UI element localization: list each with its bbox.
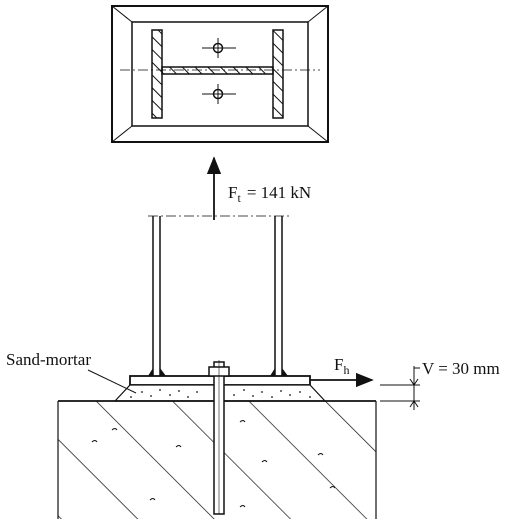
weld-right [270,368,288,376]
plan-view [111,5,329,143]
plan-anchor-bolt-top [202,38,236,58]
plan-anchor-bolt-bottom [202,84,236,104]
elevation-view: Ft= 141 kN [6,156,500,519]
sand-mortar-speckle [130,389,311,398]
gap-dimension-label: V = 30 mm [422,359,500,378]
plan-flange-left [151,29,163,119]
plan-corner-line [111,125,133,143]
plan-corner-line [111,5,133,23]
gap-dimension [380,366,420,410]
column-flange-left [152,216,161,376]
plan-outer-frame [111,5,329,143]
plan-web [161,66,274,75]
plan-flange-right [272,29,284,119]
sand-mortar-leader [87,369,137,394]
plan-base-plate [131,21,309,127]
column-flange-right [274,216,283,376]
plan-corner-line [307,125,329,143]
aggregate-marks [91,420,336,508]
sand-mortar-label: Sand-mortar [6,350,91,369]
plan-corner-line [307,5,329,23]
tension-force-label: Ft= 141 kN [228,183,311,205]
horizontal-force-label: Fh [334,355,349,377]
weld-left [148,368,166,376]
anchor-bolt [208,360,230,515]
